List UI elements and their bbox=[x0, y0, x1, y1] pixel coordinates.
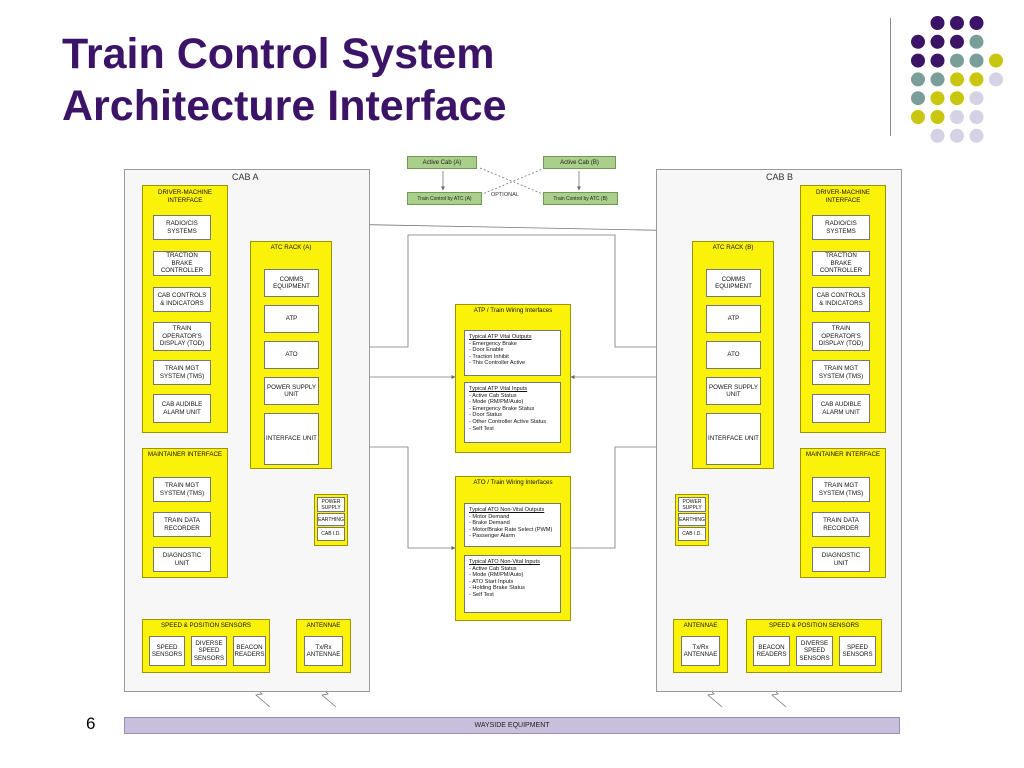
dmi-a-item: RADIO/CIS SYSTEMS bbox=[153, 215, 211, 240]
page-number: 6 bbox=[86, 714, 96, 733]
atp-inputs-heading: Typical ATP Vital Inputs bbox=[469, 386, 528, 392]
ato-outputs-box: Typical ATO Non-Vital Outputs - Motor De… bbox=[464, 503, 561, 547]
atp-interface-title: ATP / Train Wiring Interfaces bbox=[473, 307, 553, 314]
dmi-b-item: RADIO/CIS SYSTEMS bbox=[812, 215, 870, 240]
atp-outputs-box: Typical ATP Vital Outputs - Emergency Br… bbox=[464, 330, 561, 376]
cab-b-label: CAB B bbox=[766, 172, 794, 182]
dmi-b-item: TRAIN OPERATOR'S DISPLAY (TOD) bbox=[812, 322, 870, 351]
title-line-1: Train Control System bbox=[62, 30, 495, 78]
atc-a-item: POWER SUPPLY UNIT bbox=[264, 377, 319, 405]
maintainer-b-item: TRAIN MGT SYSTEM (TMS) bbox=[812, 477, 870, 502]
title-line-2: Architecture Interface bbox=[62, 82, 507, 130]
ato-input: - Self Test bbox=[469, 591, 494, 598]
ato-output: - Brake Demand bbox=[469, 520, 510, 527]
atc-rack-b-title: ATC RACK (B) bbox=[712, 244, 754, 251]
maintainer-a-item: DIAGNOSTIC UNIT bbox=[153, 547, 211, 572]
atp-output: - Traction Inhibit bbox=[469, 353, 509, 360]
atc-b-item: ATO bbox=[706, 341, 761, 369]
dmi-b-item: CAB AUDIBLE ALARM UNIT bbox=[812, 394, 870, 423]
ato-interface-title: ATO / Train Wiring Interfaces bbox=[473, 479, 553, 486]
sensor-b-item: BEACON READERS bbox=[753, 636, 790, 666]
sensor-b-item: DIVERSE SPEED SENSORS bbox=[796, 636, 833, 666]
atc-a-item: COMMS EQUIPMENT bbox=[264, 269, 319, 297]
sensor-a-item: DIVERSE SPEED SENSORS bbox=[191, 636, 227, 666]
maintainer-a-item: TRAIN MGT SYSTEM (TMS) bbox=[153, 477, 211, 502]
power-a-item: EARTHING bbox=[317, 513, 345, 526]
dmi-a-item: TRAIN MGT SYSTEM (TMS) bbox=[153, 360, 211, 385]
ato-input: - Mode (RM/PM/Auto) bbox=[469, 572, 524, 579]
sensor-a-item: BEACON READERS bbox=[233, 636, 266, 666]
maintainer-b-item: TRAIN DATA RECORDER bbox=[812, 512, 870, 537]
atc-b-item: ATP bbox=[706, 305, 761, 333]
sensors-a-title: SPEED & POSITION SENSORS bbox=[160, 622, 252, 629]
power-a-item: POWER SUPPLY bbox=[317, 497, 345, 512]
atp-input: - Emergency Brake Status bbox=[469, 405, 535, 412]
atc-a-item: ATP bbox=[264, 305, 319, 333]
ato-input: - ATO Start Inputs bbox=[469, 578, 514, 585]
atp-input: - Door Status bbox=[469, 412, 502, 419]
antennae-b-title: ANTENNAE bbox=[683, 622, 718, 629]
dmi-b-item: TRACTION BRAKE CONTROLLER bbox=[812, 251, 870, 276]
maintainer-a-item: TRAIN DATA RECORDER bbox=[153, 512, 211, 537]
control-by-atc-b-box: Train Control by ATC (B) bbox=[543, 192, 618, 205]
ato-inputs-heading: Typical ATO Non-Vital Inputs bbox=[469, 559, 540, 565]
atc-a-item: INTERFACE UNIT bbox=[264, 413, 319, 465]
dmi-a-item: CAB AUDIBLE ALARM UNIT bbox=[153, 394, 211, 423]
slide-title: Train Control System Architecture Interf… bbox=[62, 28, 507, 132]
optional-label: OPTIONAL bbox=[491, 192, 519, 198]
maintainer-a-title: MAINTAINER INTERFACE bbox=[147, 451, 223, 458]
atp-input: - Other Controller Active Status bbox=[469, 418, 547, 425]
ato-output: - Passenger Alarm bbox=[469, 533, 516, 540]
dmi-b-title: DRIVER-MACHINE INTERFACE bbox=[816, 189, 870, 204]
atp-output: - Emergency Brake bbox=[469, 340, 517, 347]
atp-input: - Active Cab Status bbox=[469, 392, 517, 399]
dmi-a-item: CAB CONTROLS & INDICATORS bbox=[153, 287, 211, 312]
dmi-b-item: TRAIN MGT SYSTEM (TMS) bbox=[812, 360, 870, 385]
maintainer-b-item: DIAGNOSTIC UNIT bbox=[812, 547, 870, 572]
atp-outputs-heading: Typical ATP Vital Outputs bbox=[469, 334, 532, 340]
dmi-a-item: TRAIN OPERATOR'S DISPLAY (TOD) bbox=[153, 322, 211, 351]
sensor-b-item: SPEED SENSORS bbox=[839, 636, 876, 666]
active-cab-a-box: Active Cab (A) bbox=[407, 156, 477, 169]
wayside-equipment-bar: WAYSIDE EQUIPMENT bbox=[124, 717, 900, 734]
cab-a-label: CAB A bbox=[232, 172, 259, 182]
ato-outputs-heading: Typical ATO Non-Vital Outputs bbox=[469, 507, 545, 513]
antennae-a-item: Tx/Rx ANTENNAE bbox=[304, 636, 343, 666]
atp-input: - Self Test bbox=[469, 425, 494, 432]
antennae-b-item: Tx/Rx ANTENNAE bbox=[681, 636, 720, 666]
atp-output: - This Controller Active bbox=[469, 360, 526, 367]
power-a-item: CAB I.D. bbox=[317, 527, 345, 541]
atp-input: - Mode (RM/PM/Auto) bbox=[469, 399, 524, 406]
atc-a-item: ATO bbox=[264, 341, 319, 369]
sensor-a-item: SPEED SENSORS bbox=[149, 636, 185, 666]
atp-output: - Door Enable bbox=[469, 347, 504, 354]
atc-b-item: INTERFACE UNIT bbox=[706, 413, 761, 465]
dmi-a-item: TRACTION BRAKE CONTROLLER bbox=[153, 251, 211, 276]
power-b-item: CAB I.D. bbox=[678, 527, 706, 541]
atp-inputs-box: Typical ATP Vital Inputs - Active Cab St… bbox=[464, 382, 561, 443]
dmi-a-title: DRIVER-MACHINE INTERFACE bbox=[158, 189, 212, 204]
control-by-atc-a-box: Train Control by ATC (A) bbox=[407, 192, 482, 205]
ato-output: - Motor Demand bbox=[469, 513, 510, 520]
sensors-b-title: SPEED & POSITION SENSORS bbox=[768, 622, 860, 629]
ato-output: - Motor/Brake Rate Select (PWM) bbox=[469, 526, 553, 533]
power-b-item: EARTHING bbox=[678, 513, 706, 526]
atc-b-item: COMMS EQUIPMENT bbox=[706, 269, 761, 297]
power-b-item: POWER SUPPLY bbox=[678, 497, 706, 512]
ato-inputs-box: Typical ATO Non-Vital Inputs - Active Ca… bbox=[464, 555, 561, 613]
antennae-a-title: ANTENNAE bbox=[306, 622, 341, 629]
title-divider bbox=[890, 18, 891, 136]
dmi-b-item: CAB CONTROLS & INDICATORS bbox=[812, 287, 870, 312]
active-cab-b-box: Active Cab (B) bbox=[543, 156, 616, 169]
atc-b-item: POWER SUPPLY UNIT bbox=[706, 377, 761, 405]
ato-input: - Holding Brake Status bbox=[469, 585, 525, 592]
maintainer-b-title: MAINTAINER INTERFACE bbox=[805, 451, 881, 458]
ato-input: - Active Cab Status bbox=[469, 565, 517, 572]
atc-rack-a-title: ATC RACK (A) bbox=[270, 244, 312, 251]
